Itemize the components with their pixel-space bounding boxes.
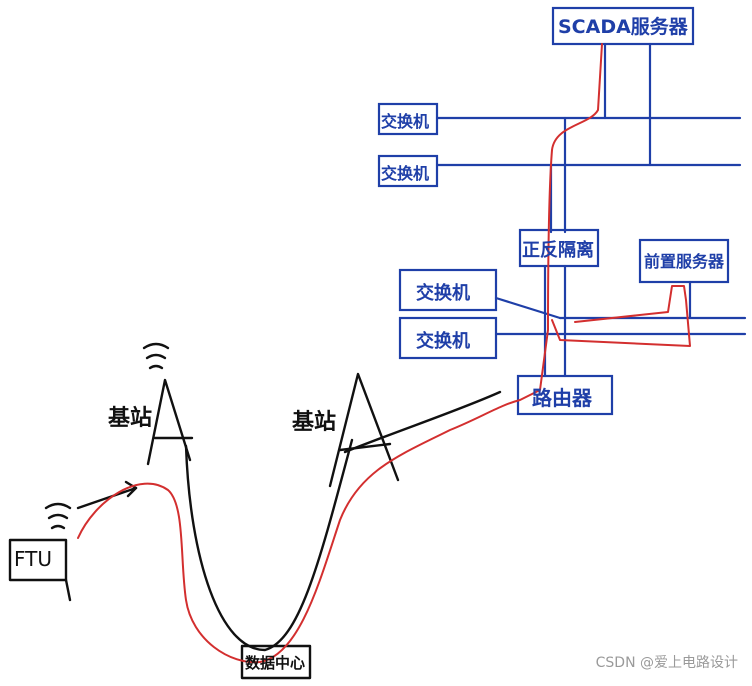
switch-mid-1-box <box>398 268 498 312</box>
switch-mid-2-label: 交换机 <box>416 331 470 352</box>
switch-top-2-box <box>377 154 439 188</box>
isolation-box <box>518 228 600 268</box>
scada-server-box <box>551 6 695 46</box>
tower-right-shape <box>328 372 400 488</box>
switch-top-1-label: 交换机 <box>381 112 430 131</box>
tower-left-wave-1 <box>148 364 164 370</box>
data-center-label: 数据中心 <box>245 654 306 672</box>
tower-left-wave-3 <box>142 342 170 350</box>
tower-left-shape <box>146 378 192 466</box>
ftu-wave-3 <box>44 502 72 510</box>
data-flow-frontend-loop <box>551 285 691 347</box>
frontend-server-label: 前置服务器 <box>644 252 725 271</box>
ftu-box <box>8 538 68 582</box>
data-flow-path <box>77 43 603 664</box>
ftu-arrow-head <box>124 480 138 498</box>
base-station-right-label: 基站 <box>292 410 337 435</box>
ftu-arrow-shaft <box>76 486 138 510</box>
router-box <box>516 374 614 416</box>
tower-to-router-link <box>343 390 502 454</box>
switch-top-2-label: 交换机 <box>381 164 430 183</box>
isolation-label: 正反隔离 <box>522 240 594 261</box>
router-label: 路由器 <box>532 386 592 410</box>
tower-left-wave-2 <box>145 353 167 360</box>
scada-server-label: SCADA服务器 <box>558 16 688 38</box>
ftu-label: FTU <box>14 547 53 571</box>
ftu-leg <box>64 578 72 602</box>
ftu-wave-1 <box>50 524 66 530</box>
switch-mid-1-label: 交换机 <box>416 283 470 304</box>
ftu-wave-2 <box>47 513 69 520</box>
switch-mid-1-link <box>494 296 562 320</box>
tower-to-datacenter-link <box>184 438 354 652</box>
data-center-box <box>240 644 312 680</box>
tower-right-bar <box>338 442 392 452</box>
base-station-left-label: 基站 <box>108 406 153 431</box>
frontend-server-box <box>638 238 730 284</box>
csdn-watermark: CSDN @爱上电路设计 <box>595 655 738 671</box>
switch-mid-2-box <box>398 316 498 360</box>
